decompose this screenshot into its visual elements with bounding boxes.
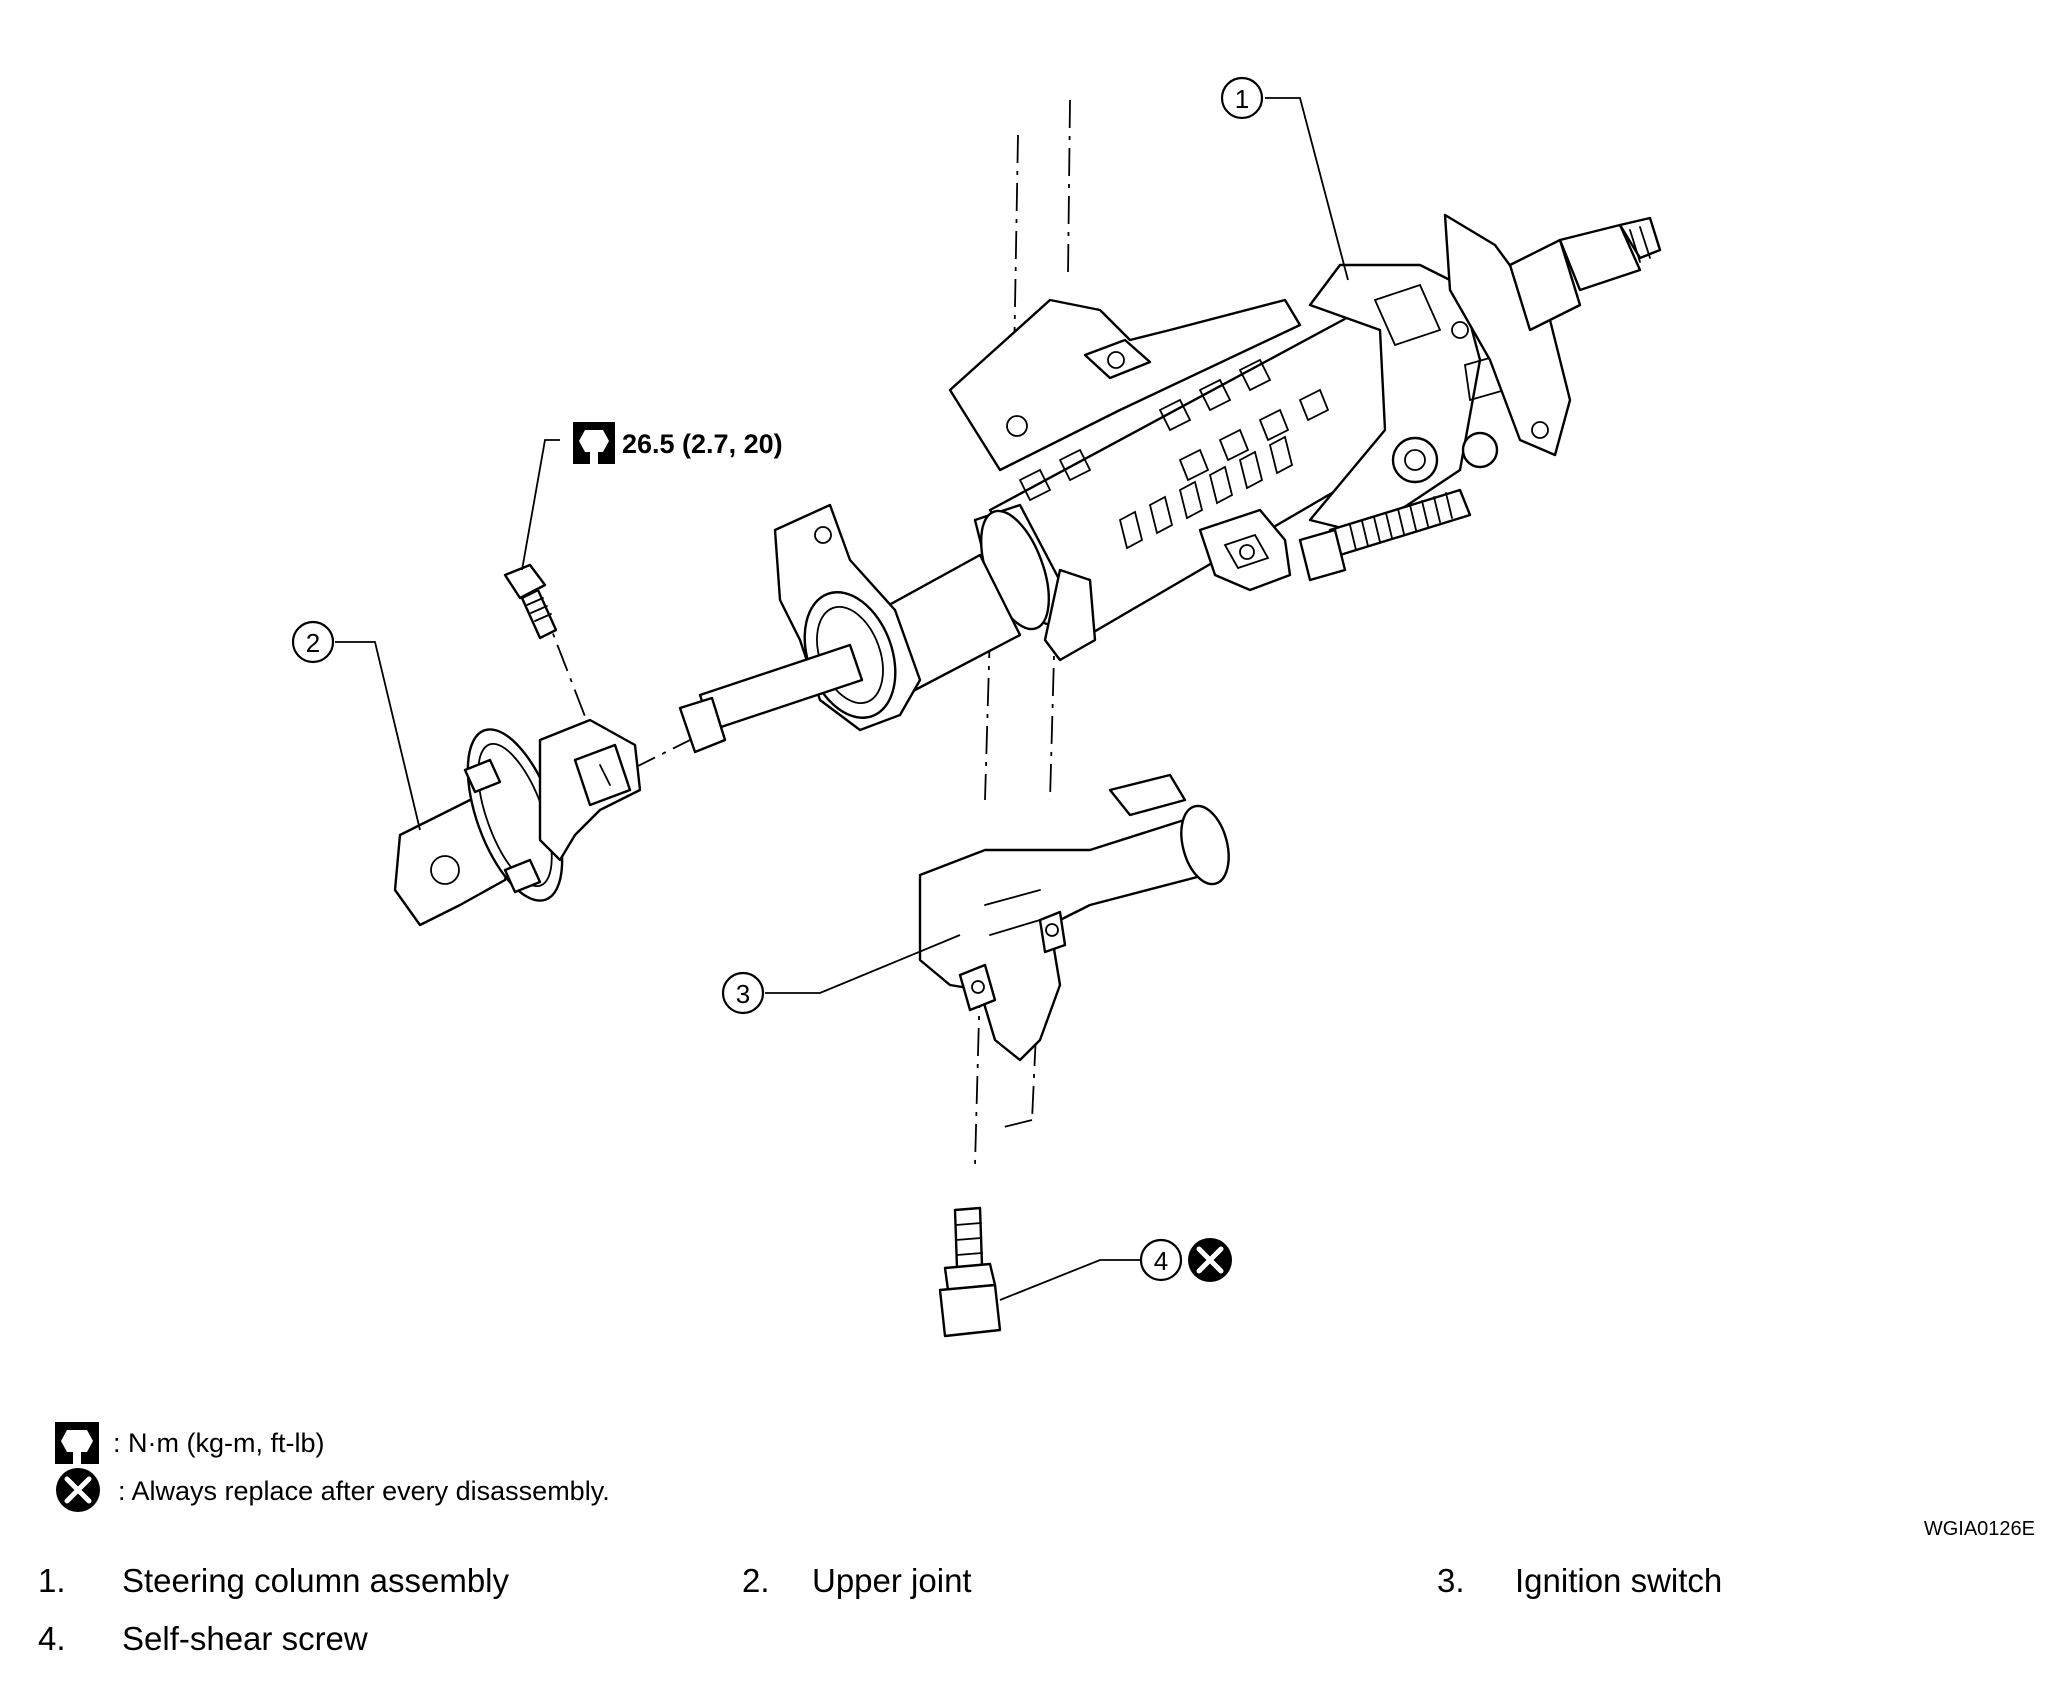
upper-joint <box>393 718 642 927</box>
callout-3: 3 <box>721 971 765 1015</box>
always-replace-icon <box>1188 1238 1232 1282</box>
figure-code: WGIA0126E <box>1924 1518 2035 1540</box>
callout-1-number: 1 <box>1235 84 1249 114</box>
callout-1: 1 <box>1220 76 1264 120</box>
part-3-number: 3. <box>1437 1562 1465 1599</box>
legend-replace-note: : Always replace after every disassembly… <box>118 1476 610 1506</box>
legend-replace-icon <box>56 1468 100 1512</box>
part-3-name: Ignition switch <box>1515 1562 1722 1599</box>
upper-joint-bolt <box>503 563 558 640</box>
callout-4: 4 <box>1139 1238 1183 1282</box>
part-4-name: Self-shear screw <box>122 1620 368 1657</box>
tilt-spring <box>1298 488 1472 582</box>
torque-value: 26.5 (2.7, 20) <box>622 429 783 459</box>
legend-torque-unit: : N·m (kg-m, ft-lb) <box>113 1428 324 1458</box>
legend-torque-icon <box>55 1422 99 1464</box>
part-2-number: 2. <box>742 1562 770 1599</box>
torque-wrench-icon <box>573 422 615 464</box>
parts-list: 1. Steering column assembly 2. Upper joi… <box>38 1562 1722 1657</box>
part-1-number: 1. <box>38 1562 66 1599</box>
callout-2: 2 <box>291 620 335 664</box>
part-4-number: 4. <box>38 1620 66 1657</box>
callout-4-number: 4 <box>1154 1246 1168 1276</box>
callout-2-number: 2 <box>306 628 320 658</box>
leader-lines <box>335 97 1349 1301</box>
self-shear-screw <box>938 1206 1002 1338</box>
part-2-name: Upper joint <box>812 1562 972 1599</box>
torque-spec-label: 26.5 (2.7, 20) <box>573 422 783 464</box>
callout-3-number: 3 <box>736 979 750 1009</box>
legend: : N·m (kg-m, ft-lb) : Always replace aft… <box>55 1422 610 1512</box>
part-1-name: Steering column assembly <box>122 1562 510 1599</box>
ignition-switch <box>918 773 1230 1062</box>
steering-column-assembly <box>678 213 1662 754</box>
column-slots <box>1018 358 1330 550</box>
